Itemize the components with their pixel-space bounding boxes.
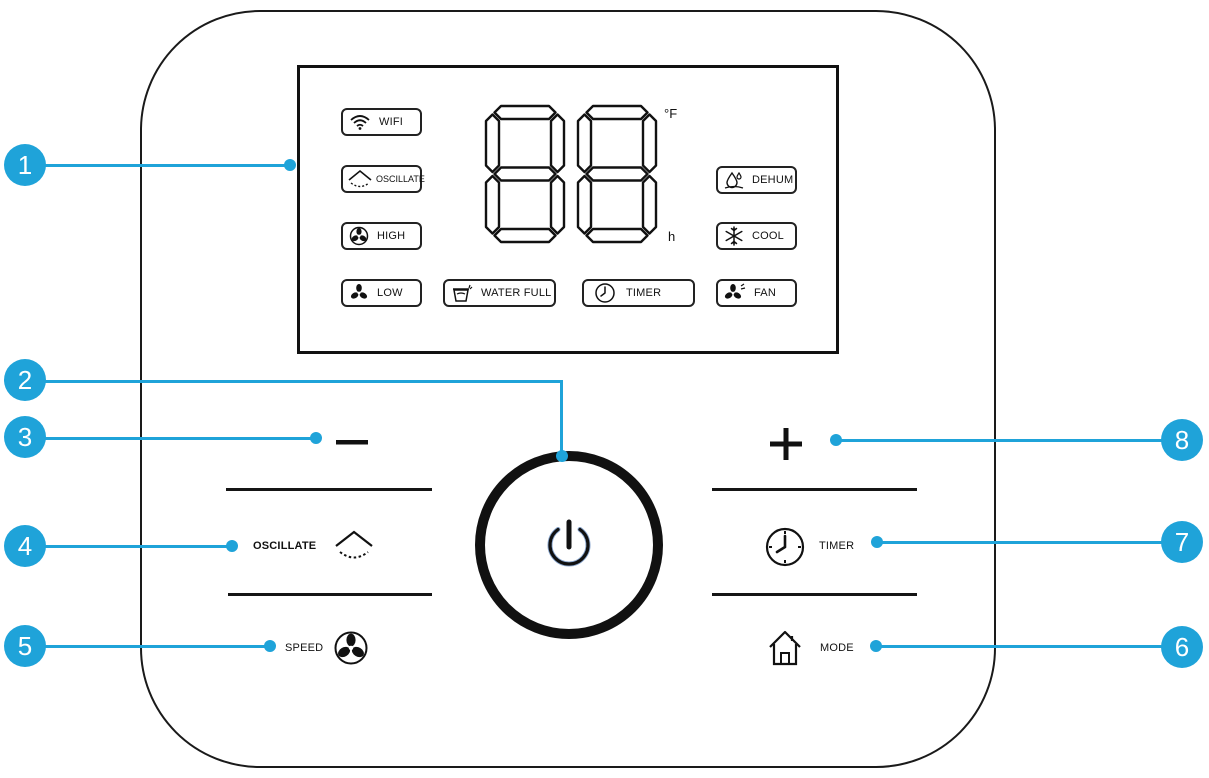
speed-button[interactable]: SPEED [282,628,382,668]
indicator-high: HIGH [341,222,422,250]
droplet-icon [724,171,744,189]
plus-button[interactable] [766,424,806,464]
divider [228,593,432,596]
oscillate-label: OSCILLATE [253,540,317,552]
seven-segment-display [484,104,658,244]
indicator-fan: FAN [716,279,797,307]
digit-segment [641,174,658,235]
leader-line [44,645,270,648]
digit-segment [493,227,557,244]
indicator-label: WIFI [379,116,404,128]
divider [712,593,917,596]
home-icon [769,630,801,666]
snowflake-icon [725,226,743,246]
digit-segment [576,113,593,174]
indicator-label: OSCILLATE [376,174,425,184]
leader-dot [284,159,296,171]
timer-label: TIMER [819,540,855,552]
digit-segment [484,174,501,235]
leader-line [44,437,318,440]
wifi-icon [350,115,370,130]
speed-label: SPEED [285,642,324,654]
callout-2: 2 [4,359,46,401]
leader-dot [830,434,842,446]
digit-segment [549,174,566,235]
oscillate-icon [335,530,373,559]
leader-line [836,439,1166,442]
minus-icon [336,440,368,445]
leader-line [560,380,563,456]
power-icon [547,519,591,567]
callout-5: 5 [4,625,46,667]
digit-segment [549,113,566,174]
power-button[interactable] [475,451,663,639]
mode-label: MODE [820,642,854,654]
leader-dot [264,640,276,652]
indicator-label: TIMER [626,287,662,299]
fan-icon [724,283,746,299]
oscillate-button[interactable]: OSCILLATE [250,530,380,564]
indicator-label: WATER FULL [481,287,552,299]
digit-segment [585,227,649,244]
leader-dot [310,432,322,444]
indicator-label: FAN [754,287,776,299]
indicator-wifi: WIFI [341,108,422,136]
minus-button[interactable] [330,430,374,454]
leader-line [44,380,563,383]
indicator-label: COOL [752,230,784,242]
indicator-dehum: DEHUM [716,166,797,194]
indicator-label: HIGH [377,230,406,242]
indicator-low: LOW [341,279,422,307]
indicator-label: DEHUM [752,174,794,186]
digit-segment [641,113,658,174]
indicator-cool: COOL [716,222,797,250]
digit-segment [493,166,557,182]
digit-segment [484,113,501,174]
indicator-oscillate: OSCILLATE [341,165,425,193]
divider [712,488,917,491]
divider [226,488,432,491]
indicator-water-full: WATER FULL [443,279,556,307]
leader-line [876,645,1166,648]
timer-button[interactable]: TIMER [764,526,864,568]
fan-icon [334,631,368,665]
hours-unit: h [668,229,676,244]
leader-dot [871,536,883,548]
clock-icon [595,283,615,303]
leader-line [877,541,1167,544]
plus-icon [770,428,802,460]
bucket-icon [453,284,473,302]
leader-line [44,164,290,167]
callout-3: 3 [4,416,46,458]
callout-4: 4 [4,525,46,567]
callout-6: 6 [1161,626,1203,668]
fan-high-icon [349,226,369,246]
indicator-label: LOW [377,287,403,299]
leader-line [44,545,232,548]
callout-7: 7 [1161,521,1203,563]
clock-icon [765,527,805,567]
callout-1: 1 [4,144,46,186]
callout-8: 8 [1161,419,1203,461]
mode-button[interactable]: MODE [766,628,866,668]
digit-segment [585,166,649,182]
digit-segment [585,104,649,121]
oscillate-icon [348,169,372,188]
leader-dot [226,540,238,552]
fahrenheit-unit: °F [664,106,678,121]
fan-low-icon [350,284,368,299]
leader-dot [870,640,882,652]
digit-segment [576,174,593,235]
leader-dot [556,450,568,462]
digit-segment [493,104,557,121]
indicator-timer: TIMER [582,279,695,307]
